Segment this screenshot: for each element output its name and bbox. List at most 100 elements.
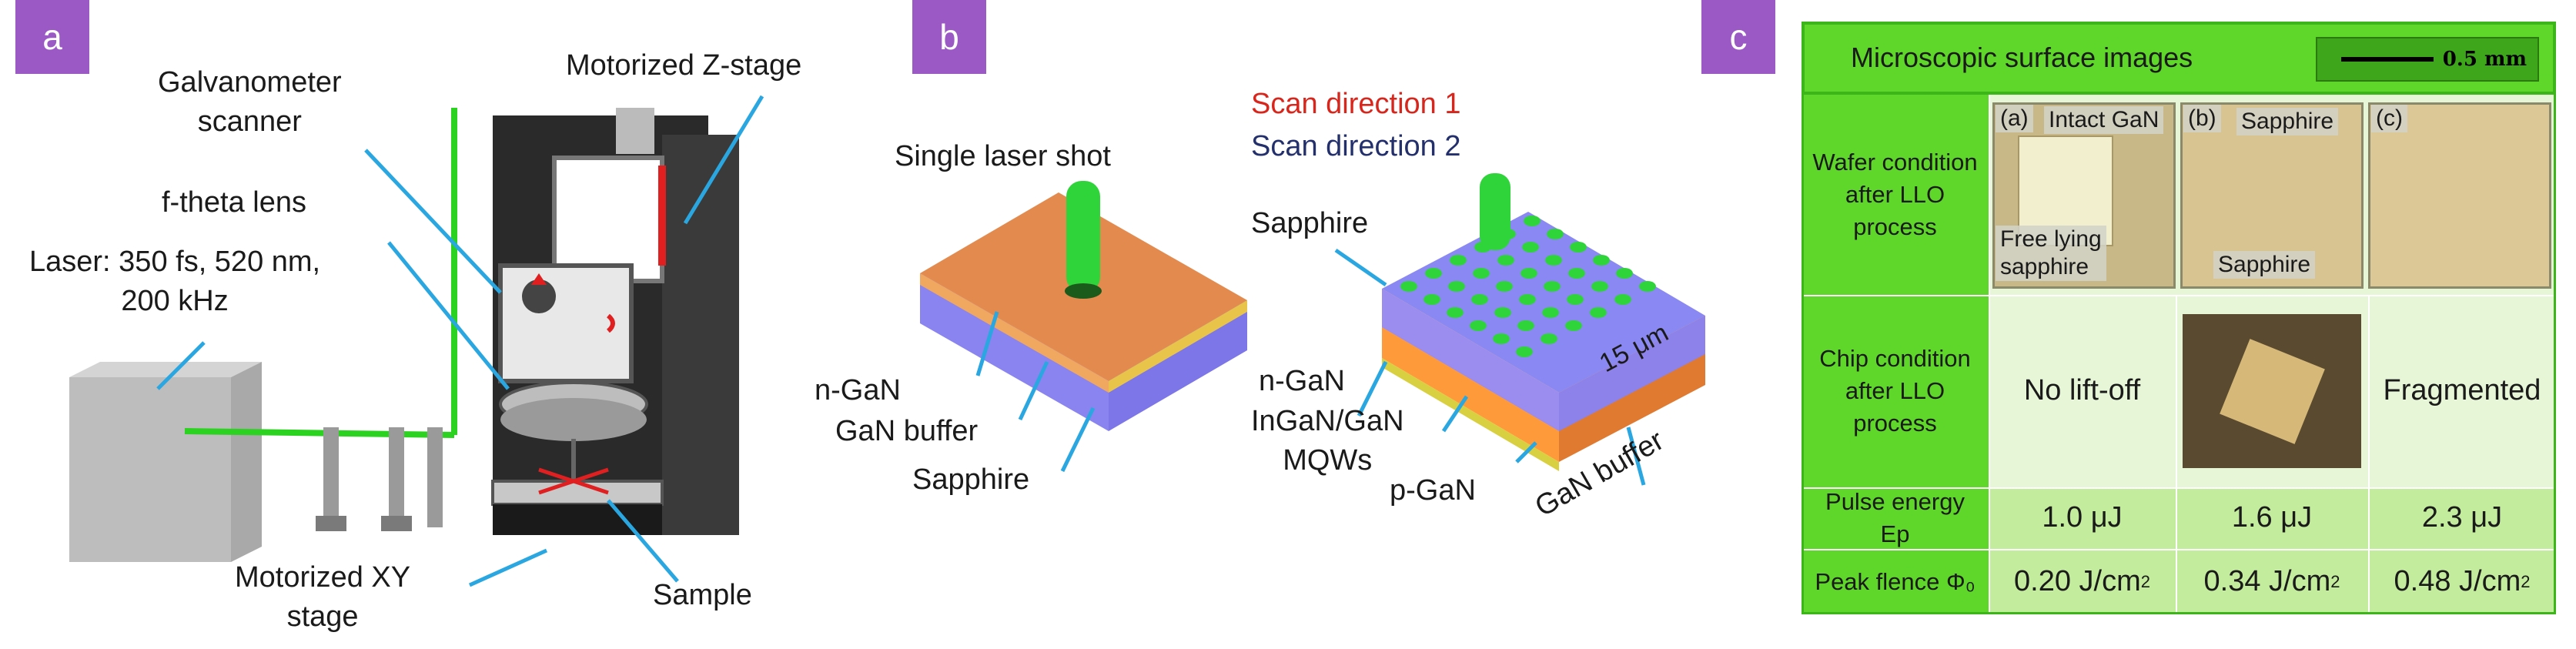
label-scan-direction-1: Scan direction 1 <box>1251 88 1461 120</box>
label-scan-direction-2: Scan direction 2 <box>1251 130 1461 162</box>
single-laser-beam <box>1066 181 1100 293</box>
chip-photo <box>2183 314 2361 468</box>
fluence-value-3: 0.48 J/cm <box>2394 564 2521 597</box>
scan-dot <box>1616 268 1633 279</box>
pulse-energy-2: 1.6 μJ <box>2176 487 2368 549</box>
scale-bar-box: 0.5 mm <box>2316 37 2539 82</box>
pulse-energy-3: 2.3 μJ <box>2368 487 2556 549</box>
photo-tag-sapphire-top: Sapphire <box>2236 108 2339 135</box>
label-single-laser-shot: Single laser shot <box>895 140 1111 172</box>
photo-tag-a: (a) <box>1996 105 2033 132</box>
scan-dot <box>1614 294 1631 305</box>
photo-tag-free-sapphire: Free lying sapphire <box>1996 226 2106 281</box>
label-ingan-mqws: InGaN/GaN MQWs <box>1251 405 1404 477</box>
scanning-laser-beam <box>1480 173 1510 250</box>
label-gan-buffer-left: GaN buffer <box>835 415 979 447</box>
photo-tag-sapphire-bottom: Sapphire <box>2213 251 2316 279</box>
mirror-post-2 <box>389 427 404 527</box>
scan-dot <box>1473 268 1490 279</box>
left-block-front <box>920 273 1109 431</box>
galvo-scanner-box <box>498 263 634 383</box>
laser-box-front <box>69 377 231 562</box>
table-title: Microscopic surface images <box>1851 42 2193 74</box>
chip-cell-3: Fragmented <box>2368 295 2556 487</box>
fluence-value-1: 0.20 J/cm <box>2014 564 2141 597</box>
results-table: Microscopic surface images 0.5 mm Wafer … <box>1802 22 2556 614</box>
scan-dot <box>1542 307 1559 318</box>
scan-dot <box>1517 320 1534 331</box>
scan-dot <box>1568 268 1585 279</box>
scan-dot <box>1493 333 1510 344</box>
scale-bar-label: 0.5 mm <box>2442 48 2527 71</box>
panel-b-badge: b <box>912 0 986 74</box>
scan-dot <box>1471 294 1488 305</box>
panel-a-badge: a <box>15 0 89 74</box>
label-xy-stage: Motorized XY stage <box>235 561 411 634</box>
photo-tag-b: (b) <box>2183 105 2221 132</box>
laser-beam-horizontal <box>184 428 455 438</box>
scan-dot <box>1423 294 1440 305</box>
chip-cell-2 <box>2176 295 2368 487</box>
z-stage-red-marker <box>658 166 666 266</box>
wafer-photo-c <box>2368 102 2551 289</box>
scan-dot-grid <box>1400 216 1656 357</box>
scan-dot <box>1541 333 1557 344</box>
label-p-gan: p-GaN <box>1390 474 1476 507</box>
scan-dot <box>1544 281 1561 292</box>
scan-dot <box>1425 268 1442 279</box>
scan-dot <box>1496 281 1513 292</box>
pulse-energy-1: 1.0 μJ <box>1989 487 2176 549</box>
scan-dot <box>1547 229 1564 239</box>
label-sapphire-right: Sapphire <box>1251 207 1369 239</box>
laser-box-side <box>231 362 262 562</box>
scan-dot <box>1497 255 1514 266</box>
photo-tag-c: (c) <box>2371 105 2407 132</box>
row-header-chip: Chip condition after LLO process <box>1802 295 1989 487</box>
scan-dot <box>1524 216 1541 226</box>
scan-dot <box>1400 281 1417 292</box>
panel-c-badge: c <box>1701 0 1775 74</box>
label-n-gan-right: n-GaN <box>1259 365 1345 397</box>
scan-dot <box>1590 307 1607 318</box>
scan-dot <box>1516 346 1533 357</box>
label-sample: Sample <box>653 579 752 611</box>
scan-dot <box>1593 255 1610 266</box>
scale-bar-line <box>2340 57 2434 62</box>
chip-cell-1: No lift-off <box>1989 295 2176 487</box>
scan-dot <box>1470 320 1487 331</box>
row-header-pulse-energy: Pulse energy Ep <box>1802 487 1989 549</box>
mirror-post-1 <box>323 427 339 527</box>
row-header-wafer: Wafer condition after LLO process <box>1802 95 1989 295</box>
scan-dot <box>1591 281 1608 292</box>
sample-cross-2 <box>538 467 609 495</box>
scan-dot <box>1521 268 1537 279</box>
label-z-stage: Motorized Z-stage <box>566 49 802 82</box>
left-block-side <box>1109 300 1247 431</box>
scan-dot <box>1448 281 1465 292</box>
label-n-gan-left: n-GaN <box>815 374 901 406</box>
label-laser: Laser: 350 fs, 520 nm, 200 kHz <box>29 246 321 318</box>
scan-dot <box>1519 294 1536 305</box>
scan-dot <box>1450 255 1467 266</box>
scan-dot <box>1565 320 1582 331</box>
row-header-fluence: Peak flence Φ₀ <box>1802 549 1989 614</box>
photo-tag-intact-gan: Intact GaN <box>2044 106 2164 134</box>
label-sapphire-left: Sapphire <box>912 463 1030 496</box>
z-stage-window <box>552 156 664 283</box>
scan-dot <box>1494 307 1511 318</box>
fluence-value-2: 0.34 J/cm <box>2203 564 2331 597</box>
scan-dot <box>1522 242 1539 253</box>
scan-dot <box>1570 242 1587 253</box>
label-galvanometer-scanner: Galvanometer scanner <box>158 66 342 139</box>
label-f-theta-lens: f-theta lens <box>162 186 306 219</box>
scan-dot <box>1639 281 1656 292</box>
scan-dot <box>1447 307 1464 318</box>
mirror-post-3 <box>427 427 443 527</box>
laser-box-top <box>69 362 262 377</box>
scan-dot <box>1545 255 1562 266</box>
